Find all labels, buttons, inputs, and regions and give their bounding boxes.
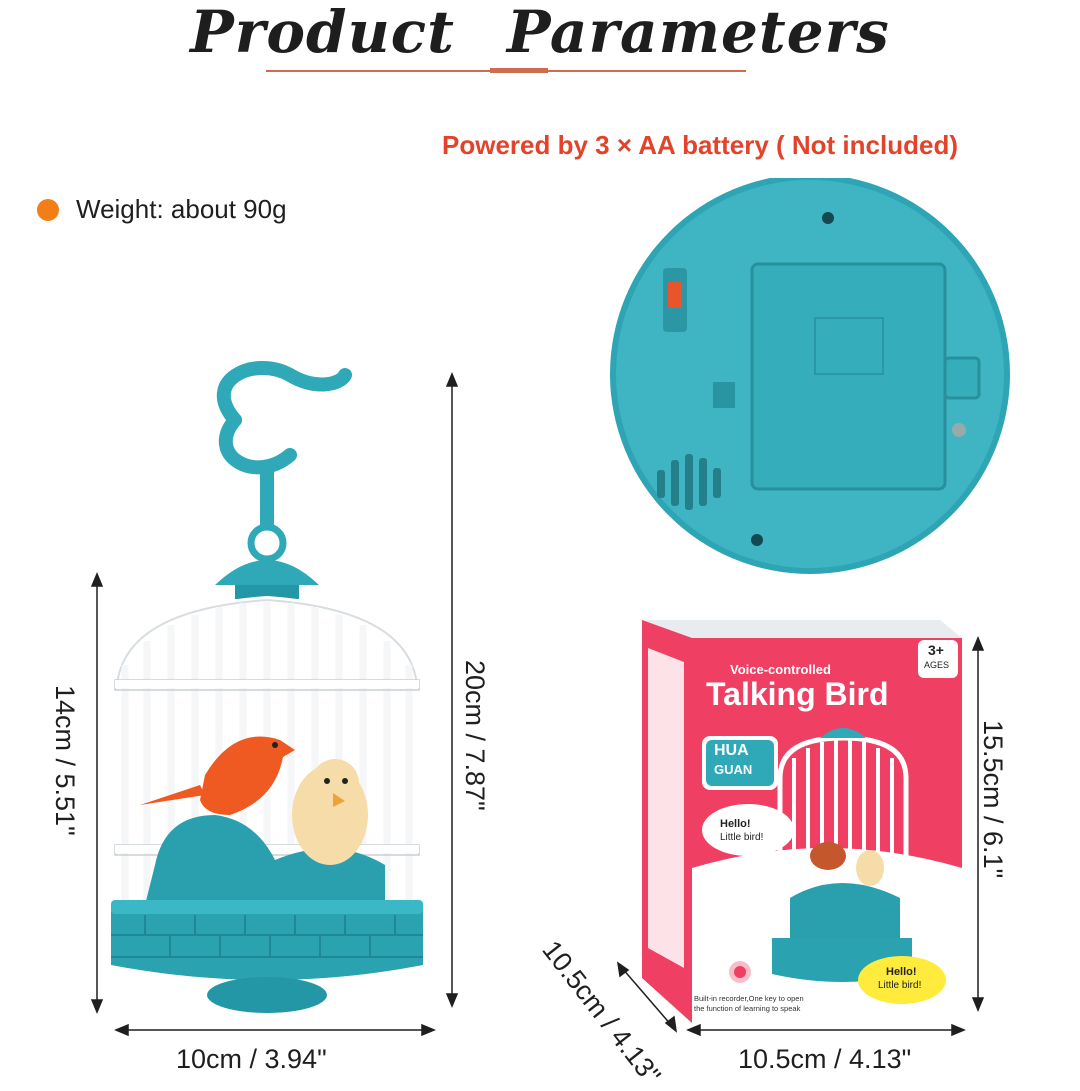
battery-base-image — [610, 178, 1010, 574]
dimension-label-total-height: 20cm / 7.87" — [460, 660, 490, 811]
box-bubble1-line2: Little bird! — [720, 832, 764, 843]
box-brand-line2: GUAN — [714, 762, 753, 777]
box-voice-label: Voice-controlled — [730, 662, 831, 677]
page-title: Product Parameters — [0, 0, 1080, 64]
box-recorder-line1: Built-in recorder,One key to open — [694, 994, 804, 1003]
title-word-product: Product — [190, 0, 455, 66]
title-word-parameters: Parameters — [506, 0, 890, 66]
box-bubble2-line1: Hello! — [886, 966, 917, 978]
product-box-image: Voice-controlled Talking Bird HUA GUAN 3… — [640, 618, 965, 1023]
box-bubble1-line1: Hello! — [720, 818, 751, 830]
title-underline-accent — [490, 68, 548, 73]
dimension-label-cage-width: 10cm / 3.94" — [176, 1044, 327, 1074]
box-bubble2-line2: Little bird! — [878, 980, 922, 991]
box-recorder-line2: the function of learning to speak — [694, 1004, 801, 1013]
dimension-label-cage-height: 14cm / 5.51" — [50, 685, 80, 836]
bullet-icon — [37, 199, 59, 221]
box-title: Talking Bird — [706, 676, 889, 712]
dimension-label-box-height: 15.5cm / 6.1" — [978, 720, 1008, 879]
dimension-label-box-width: 10.5cm / 4.13" — [738, 1044, 912, 1074]
battery-note: Powered by 3 × AA battery ( Not included… — [442, 130, 958, 160]
weight-spec: Weight: about 90g — [76, 194, 287, 224]
box-brand-line1: HUA — [714, 742, 749, 759]
box-age: 3+ — [928, 642, 944, 658]
box-age-sub: AGES — [924, 660, 950, 670]
bird-cage-image — [111, 360, 423, 1013]
